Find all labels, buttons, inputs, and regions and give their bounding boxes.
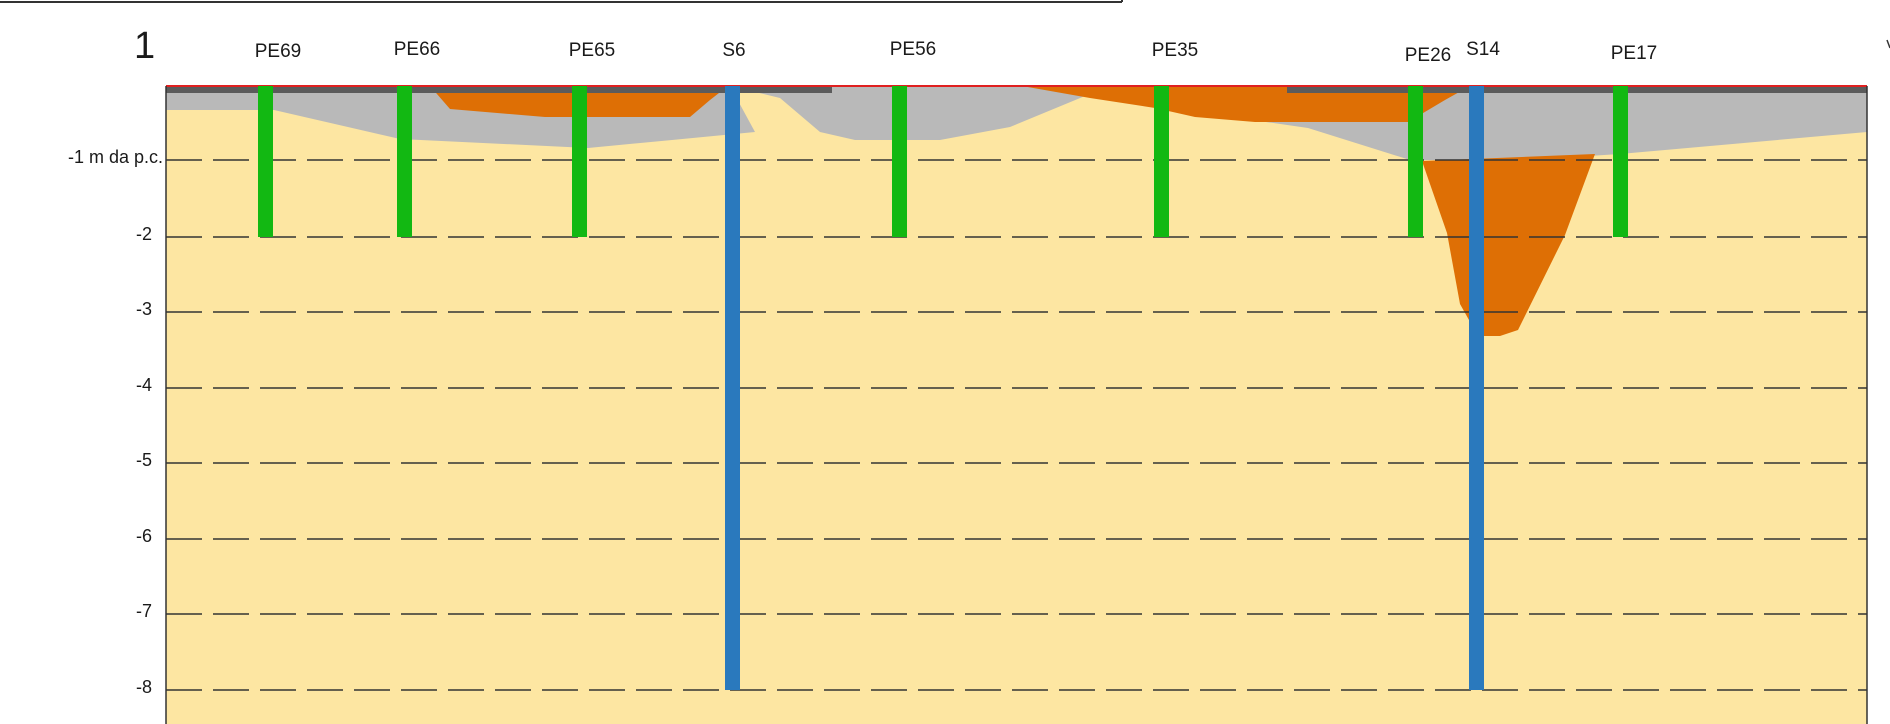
borehole-bar-s14 <box>1469 86 1484 690</box>
borehole-bar-pe69 <box>258 86 273 237</box>
depth-label-8m: -8 <box>136 677 152 697</box>
borehole-label-pe56: PE56 <box>890 39 936 60</box>
borehole-label-pe66: PE66 <box>394 39 440 60</box>
depth-label-2m: -2 <box>136 224 152 244</box>
borehole-bar-pe35 <box>1154 86 1169 237</box>
contaminated-layer-center <box>1022 86 1470 122</box>
depth-labels: -1 m da p.c. -2 -3 -4 -5 -6 -7 -8 <box>68 147 163 697</box>
borehole-label-pe17: PE17 <box>1611 43 1657 64</box>
natural-soil-layer <box>166 86 1867 724</box>
borehole-label-pe26: PE26 <box>1405 45 1451 66</box>
borehole-label-s14: S14 <box>1466 39 1500 60</box>
depth-label-6m: -6 <box>136 526 152 546</box>
depth-grid <box>166 159 1867 691</box>
depth-label-4m: -4 <box>136 375 152 395</box>
depth-label-1m: -1 m da p.c. <box>68 147 163 167</box>
borehole-label-pe69: PE69 <box>255 41 301 62</box>
depth-label-7m: -7 <box>136 601 152 621</box>
borehole-bar-s6 <box>725 86 740 690</box>
pavement-strip <box>166 86 832 93</box>
borehole-bar-pe56 <box>892 86 907 237</box>
section-number: 1 <box>134 25 155 67</box>
borehole-bar-pe17 <box>1613 86 1628 237</box>
borehole-bar-pe65 <box>572 86 587 237</box>
borehole-label-pe65: PE65 <box>569 40 615 61</box>
borehole-bar-pe26 <box>1408 86 1423 237</box>
contaminated-pocket <box>1422 154 1595 336</box>
pavement-strip <box>1287 86 1867 93</box>
borehole-bar-pe66 <box>397 86 412 237</box>
borehole-label-s6: S6 <box>722 40 745 61</box>
borehole-label-pe35: PE35 <box>1152 40 1198 61</box>
boreholes: PE69 PE66 PE65 S6 PE56 PE35 PE26 S14 PE1… <box>255 39 1657 690</box>
depth-label-5m: -5 <box>136 450 152 470</box>
depth-label-3m: -3 <box>136 299 152 319</box>
